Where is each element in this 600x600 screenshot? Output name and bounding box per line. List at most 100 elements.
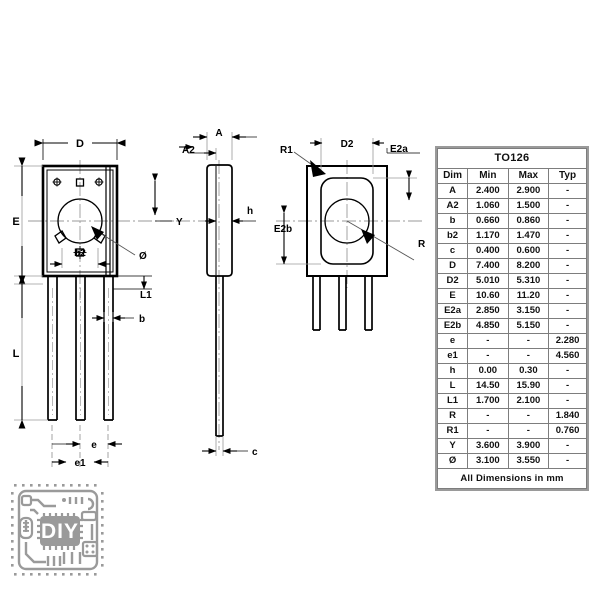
dim-L1: L1 xyxy=(113,275,152,301)
cell-max: - xyxy=(507,423,550,439)
label-D2: D2 xyxy=(341,139,354,150)
table-row: R--1.840 xyxy=(436,408,587,424)
cell-dim: A2 xyxy=(436,198,469,214)
label-L1: L1 xyxy=(140,290,152,301)
diy-pcb-logo: DIY xyxy=(11,484,104,576)
cell-dim: e1 xyxy=(436,348,469,364)
dim-E2a: E2a xyxy=(373,144,420,201)
cell-min: - xyxy=(467,423,509,439)
cell-min: - xyxy=(467,348,509,364)
table-row: e1--4.560 xyxy=(436,348,587,364)
cell-min: 1.700 xyxy=(467,393,509,409)
dim-D: D xyxy=(34,138,126,160)
cell-dim: A xyxy=(436,183,469,199)
cell-typ: - xyxy=(548,288,587,304)
cell-typ: - xyxy=(548,303,587,319)
label-E2a: E2a xyxy=(390,144,408,155)
dim-A2: A2 xyxy=(179,144,217,160)
column-header-dim: Dim xyxy=(436,168,469,184)
cell-typ: 1.840 xyxy=(548,408,587,424)
cell-max: - xyxy=(507,408,550,424)
cell-dim: R xyxy=(436,408,469,424)
table-row: e--2.280 xyxy=(436,333,587,349)
label-D: D xyxy=(76,138,84,150)
cell-typ: 2.280 xyxy=(548,333,587,349)
back-view xyxy=(306,165,388,331)
table-title: TO126 xyxy=(437,148,587,169)
cell-typ: - xyxy=(548,393,587,409)
cell-min: 7.400 xyxy=(467,258,509,274)
cell-typ: - xyxy=(548,378,587,394)
label-R1: R1 xyxy=(280,145,293,156)
diy-logo-text: DIY xyxy=(41,520,79,543)
label-A: A xyxy=(215,128,222,139)
label-Y: Y xyxy=(176,217,183,228)
cell-dim: e xyxy=(436,333,469,349)
cell-dim: L1 xyxy=(436,393,469,409)
column-header-typ: Typ xyxy=(548,168,587,184)
cell-min: 3.100 xyxy=(467,453,509,469)
dim-h: h xyxy=(205,206,256,224)
cell-typ: - xyxy=(548,438,587,454)
cell-dim: b xyxy=(436,213,469,229)
dim-e: e xyxy=(52,440,122,451)
cell-typ: - xyxy=(548,363,587,379)
cell-min: 2.400 xyxy=(467,183,509,199)
cell-min: 2.850 xyxy=(467,303,509,319)
cell-max: 1.500 xyxy=(507,198,550,214)
cell-max: 11.20 xyxy=(507,288,550,304)
cell-max: 15.90 xyxy=(507,378,550,394)
label-R: R xyxy=(418,239,426,250)
table-header-row: Dim Min Max Typ xyxy=(436,168,587,184)
cell-min: - xyxy=(467,333,509,349)
dim-Y: Y xyxy=(152,173,183,228)
dim-b: b xyxy=(92,312,145,325)
dim-R: R xyxy=(346,220,426,261)
dim-D2: D2 xyxy=(310,138,384,174)
cell-max: 3.550 xyxy=(507,453,550,469)
cell-min: 0.400 xyxy=(467,243,509,259)
cell-max: 3.900 xyxy=(507,438,550,454)
dim-R1: R1 xyxy=(280,145,326,177)
cell-typ: - xyxy=(548,213,587,229)
cell-max: 0.600 xyxy=(507,243,550,259)
cell-min: 3.600 xyxy=(467,438,509,454)
cell-max: 1.470 xyxy=(507,228,550,244)
cell-min: 0.00 xyxy=(467,363,509,379)
cell-typ: - xyxy=(548,453,587,469)
cell-typ: - xyxy=(548,243,587,259)
cell-dim: Ø xyxy=(436,453,469,469)
cell-dim: D2 xyxy=(436,273,469,289)
cell-typ: - xyxy=(548,318,587,334)
cell-min: 4.850 xyxy=(467,318,509,334)
cell-dim: c xyxy=(436,243,469,259)
table-footer: All Dimensions in mm xyxy=(437,468,587,489)
label-c: c xyxy=(252,447,258,458)
cell-max: 3.150 xyxy=(507,303,550,319)
cell-dim: h xyxy=(436,363,469,379)
cell-min: 1.170 xyxy=(467,228,509,244)
cell-max: 2.900 xyxy=(507,183,550,199)
table-row: R1--0.760 xyxy=(436,423,587,439)
table-footer-row: All Dimensions in mm xyxy=(437,468,587,489)
cell-max: 2.100 xyxy=(507,393,550,409)
label-E: E xyxy=(12,216,19,228)
cell-typ: - xyxy=(548,183,587,199)
side-view xyxy=(206,164,233,437)
cell-min: 14.50 xyxy=(467,378,509,394)
cell-dim: Y xyxy=(436,438,469,454)
cell-max: 0.860 xyxy=(507,213,550,229)
